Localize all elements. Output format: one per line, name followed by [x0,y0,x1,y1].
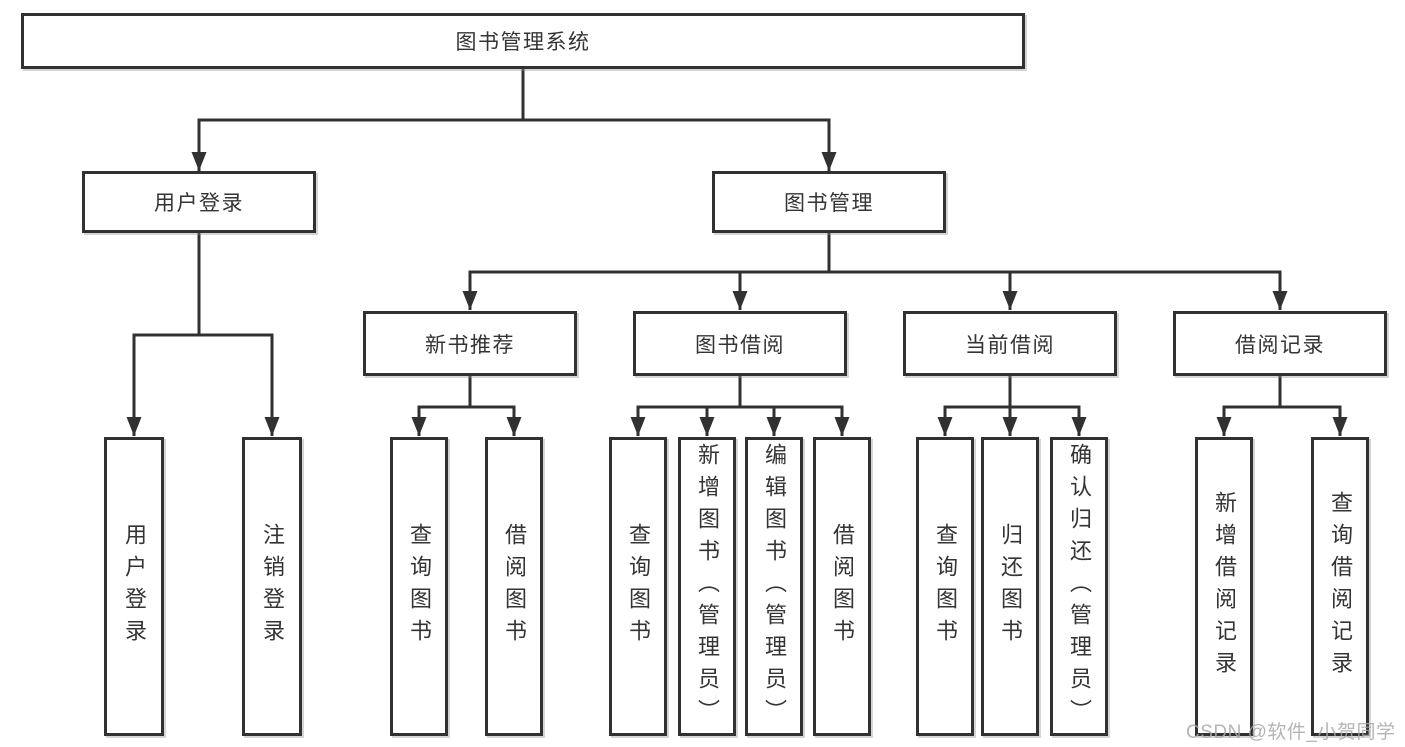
leaf-recommend-query-books: 查询图书 [390,437,448,736]
node-label: 用户登录 [122,522,147,651]
node-label: 图书管理系统 [455,31,591,54]
node-current-borrowing: 当前借阅 [903,311,1117,376]
arrow-down-icon [834,417,850,436]
node-label: 注销登录 [260,522,285,651]
arrow-down-icon [821,152,837,171]
leaf-current-confirm-return-admin: 确认归还（管理员） [1050,437,1108,736]
node-label: 确认归还（管理员） [1067,442,1092,731]
node-label: 编辑图书（管理员） [762,442,787,731]
connector-root-to-level2 [191,69,837,171]
arrow-down-icon [506,417,522,436]
connector-book-management-children [462,233,1288,310]
node-label: 新增图书（管理员） [695,442,720,731]
leaf-borrowing-add-books-admin: 新增图书（管理员） [678,437,736,736]
leaf-current-query-books: 查询图书 [916,437,974,736]
leaf-records-add-record: 新增借阅记录 [1195,437,1253,736]
arrow-down-icon [1332,417,1348,436]
connector-current-borrowing-children [937,376,1087,436]
arrow-down-icon [264,417,280,436]
node-label: 查询图书 [933,522,958,651]
node-book-management: 图书管理 [712,171,946,233]
leaf-current-return-books: 归还图书 [981,437,1039,736]
connector-user-login-children [126,233,280,436]
node-user-login: 用户登录 [82,171,316,233]
arrow-down-icon [732,291,748,310]
leaf-records-query-record: 查询借阅记录 [1311,437,1369,736]
arrow-down-icon [1002,291,1018,310]
leaf-borrowing-borrow-books: 借阅图书 [813,437,871,736]
arrow-down-icon [699,417,715,436]
leaf-borrowing-query-books: 查询图书 [609,437,667,736]
node-label: 借阅记录 [1235,333,1325,357]
arrow-down-icon [1272,291,1288,310]
node-book-borrowing: 图书借阅 [633,311,847,376]
arrow-down-icon [630,417,646,436]
leaf-recommend-borrow-books: 借阅图书 [485,437,543,736]
arrow-down-icon [1216,417,1232,436]
arrow-down-icon [462,291,478,310]
node-label: 新书推荐 [425,333,515,357]
connector-book-borrowing-children [630,376,850,436]
arrow-down-icon [191,152,207,171]
arrow-down-icon [126,417,142,436]
node-label: 查询借阅记录 [1328,490,1353,683]
arrow-down-icon [1002,417,1018,436]
arrow-down-icon [766,417,782,436]
connector-new-book-children [411,376,522,436]
node-label: 用户登录 [154,192,244,215]
node-new-book-recommend: 新书推荐 [363,311,577,376]
node-label: 新增借阅记录 [1212,490,1237,683]
arrow-down-icon [1071,417,1087,436]
node-label: 图书借阅 [695,333,785,357]
node-label: 借阅图书 [830,522,855,651]
connector-borrowing-records-children [1216,376,1348,436]
leaf-logout-login: 注销登录 [242,437,302,736]
node-label: 借阅图书 [502,522,527,651]
watermark: CSDN @软件_小贺同学 [1186,722,1396,743]
arrow-down-icon [411,417,427,436]
leaf-user-login: 用户登录 [104,437,164,736]
node-label: 查询图书 [407,522,432,651]
node-library-system: 图书管理系统 [21,13,1025,69]
node-label: 图书管理 [784,192,874,215]
node-label: 查询图书 [626,522,651,651]
leaf-borrowing-edit-books-admin: 编辑图书（管理员） [745,437,803,736]
node-label: 归还图书 [998,522,1023,651]
arrow-down-icon [937,417,953,436]
node-borrowing-records: 借阅记录 [1173,311,1387,376]
node-label: 当前借阅 [965,333,1055,357]
